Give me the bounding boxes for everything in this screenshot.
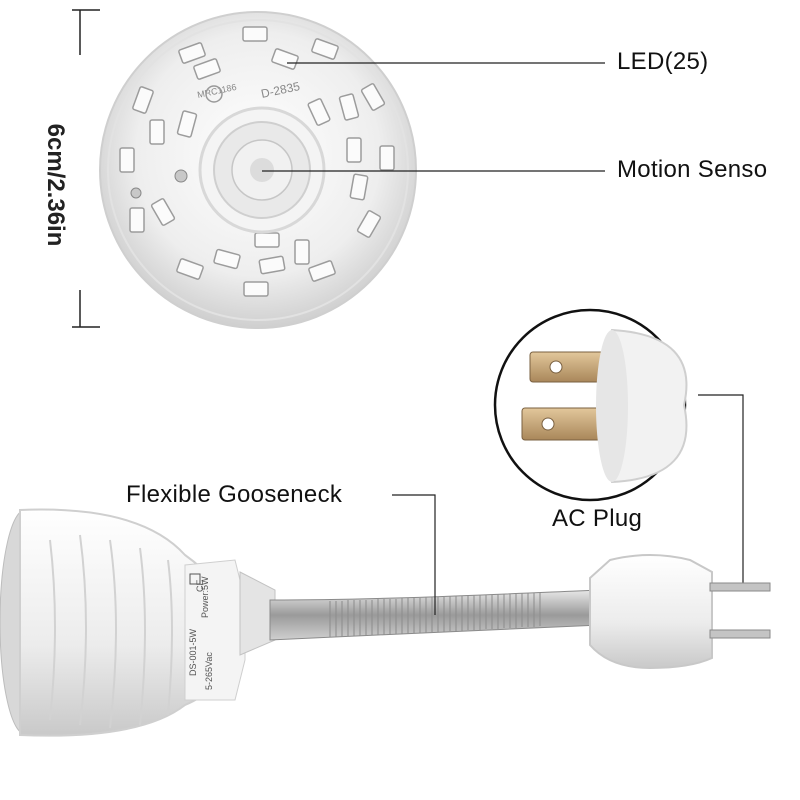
dimension-label: 6cm/2.36in <box>20 55 90 315</box>
ac-plug-inset <box>493 308 688 502</box>
dimension-text: 6cm/2.36in <box>42 123 69 247</box>
model-mark: DS-001-5W <box>188 628 198 676</box>
gooseneck-label: Flexible Gooseneck <box>126 481 343 508</box>
warning-icon <box>189 573 201 585</box>
gooseneck-callout-line <box>392 494 436 615</box>
gooseneck-lamp: DS-001-5W Power:5W 5-265Vac CE <box>0 508 771 737</box>
ac-plug-label: AC Plug <box>552 505 643 532</box>
ce-mark: CE <box>195 579 205 592</box>
board-component-icon <box>174 169 188 183</box>
plug-callout-line <box>698 394 744 590</box>
board-component-icon <box>130 187 142 199</box>
motion-sensor-label: Motion Senso <box>617 156 768 183</box>
led-bulb-face: MRC1186 D-2835 <box>99 11 417 329</box>
dimension-bracket <box>72 9 100 328</box>
led-count-label: LED(25) <box>617 48 709 75</box>
led-chips <box>119 26 395 297</box>
voltage-mark: 5-265Vac <box>204 652 214 690</box>
motion-sensor <box>198 106 326 234</box>
board-logo-icon <box>205 85 223 103</box>
power-mark: Power:5W <box>200 576 210 618</box>
